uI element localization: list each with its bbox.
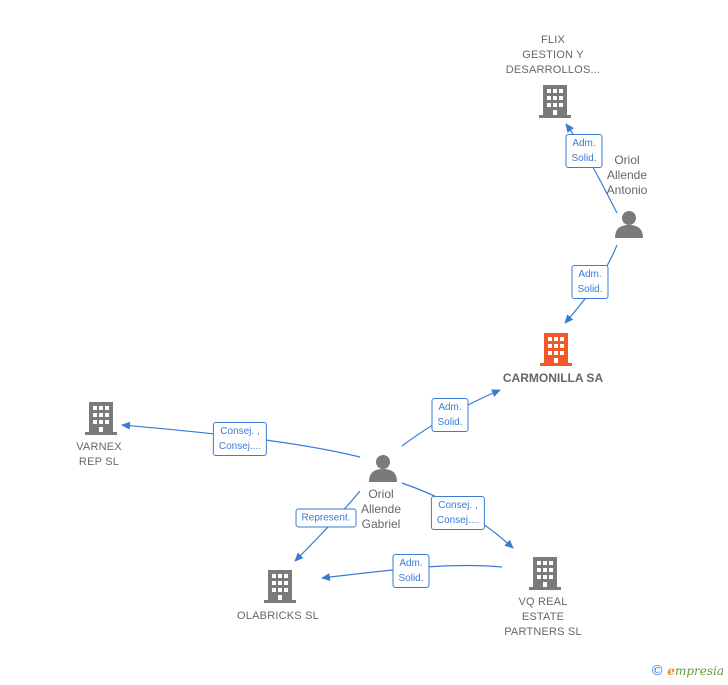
oriol-antonio-label[interactable]: Oriol Allende Antonio — [606, 153, 648, 197]
carmonilla-label[interactable]: CARMONILLA SA — [502, 371, 604, 385]
edge-label-gabriel-vq: Consej. , Consej.... — [430, 496, 486, 530]
vq-building-icon[interactable] — [529, 557, 561, 590]
carmonilla-building-icon[interactable] — [540, 333, 572, 366]
edge-label-antonio-flix: Adm. Solid. — [565, 134, 603, 168]
flix-label[interactable]: FLIX GESTION Y DESARROLLOS... — [505, 34, 601, 76]
olabricks-building-icon[interactable] — [264, 570, 296, 603]
flix-building-icon[interactable] — [539, 85, 571, 118]
edge-label-gabriel-varnex: Consej. , Consej.... — [212, 422, 268, 456]
empresia-brand[interactable]: ©empresia — [650, 663, 724, 679]
vq-label[interactable]: VQ REAL ESTATE PARTNERS SL — [504, 596, 582, 638]
olabricks-label[interactable]: OLABRICKS SL — [237, 610, 319, 622]
oriol-antonio-person-icon[interactable] — [615, 211, 643, 238]
edge-label-vq-olabricks: Adm. Solid. — [392, 554, 430, 588]
edge-label-gabriel-olabricks: Represent. — [295, 508, 357, 528]
varnex-building-icon[interactable] — [85, 402, 117, 435]
copyright-icon: © — [650, 663, 665, 679]
brand-rest: mpresia — [674, 664, 724, 678]
oriol-gabriel-person-icon[interactable] — [369, 455, 397, 482]
brand-e: e — [667, 664, 675, 678]
varnex-label[interactable]: VARNEX REP SL — [76, 441, 122, 468]
edge-label-gabriel-carmonilla: Adm. Solid. — [431, 398, 469, 432]
edge-label-antonio-carmonilla: Adm. Solid. — [571, 265, 609, 299]
oriol-gabriel-label[interactable]: Oriol Allende Gabriel — [360, 487, 402, 531]
